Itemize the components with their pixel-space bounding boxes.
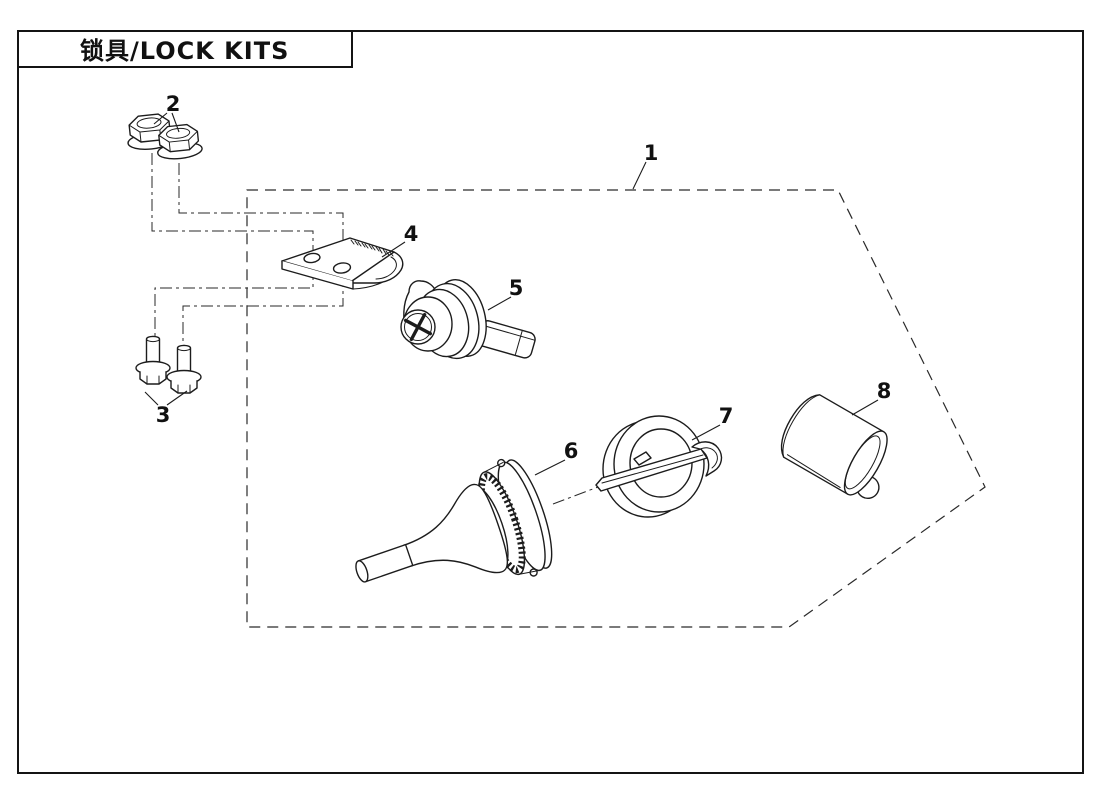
- assembly-axis-line: [552, 486, 599, 505]
- callout-2-label: 2: [166, 92, 181, 116]
- callout-6-label: 6: [564, 439, 579, 463]
- key-blade: [595, 448, 708, 492]
- ignition-lock-drawing: [355, 458, 553, 583]
- callout-4-label: 4: [404, 222, 419, 246]
- callout-3-label: 3: [156, 403, 171, 427]
- callout-1-label: 1: [644, 141, 659, 165]
- callout-6-leader: [534, 459, 566, 476]
- page-border: [17, 30, 1084, 774]
- callout-3-leader: [144, 390, 188, 406]
- callout-7-leader: [691, 424, 721, 441]
- callout-7-label: 7: [719, 404, 734, 428]
- callout-8-label: 8: [877, 379, 892, 403]
- callout-2-leader: [153, 112, 180, 133]
- title-box: [17, 30, 353, 68]
- key-ring-drawing: [595, 415, 723, 518]
- center-line-nut-bolt-left: [151, 153, 314, 337]
- lock-cylinder-drawing: [400, 279, 536, 360]
- callout-8-leader: [851, 399, 879, 416]
- lock-stem-end: [355, 560, 369, 583]
- callout-5-label: 5: [509, 276, 524, 300]
- bracket-hole-left: [303, 252, 321, 264]
- mount-bracket-drawing: [281, 237, 404, 290]
- callout-4-leader: [381, 241, 406, 258]
- bracket-hole-right: [332, 262, 352, 274]
- page-title: 锁具/LOCK KITS: [80, 37, 289, 65]
- callout-1-leader: [632, 161, 647, 190]
- flange-bolt-drawing-left: [135, 335, 171, 385]
- callout-5-leader: [487, 296, 512, 311]
- kit-boundary-dashed: [246, 189, 986, 628]
- lock-cap-drawing: [780, 394, 888, 500]
- flange-bolt-drawing-right: [166, 344, 202, 394]
